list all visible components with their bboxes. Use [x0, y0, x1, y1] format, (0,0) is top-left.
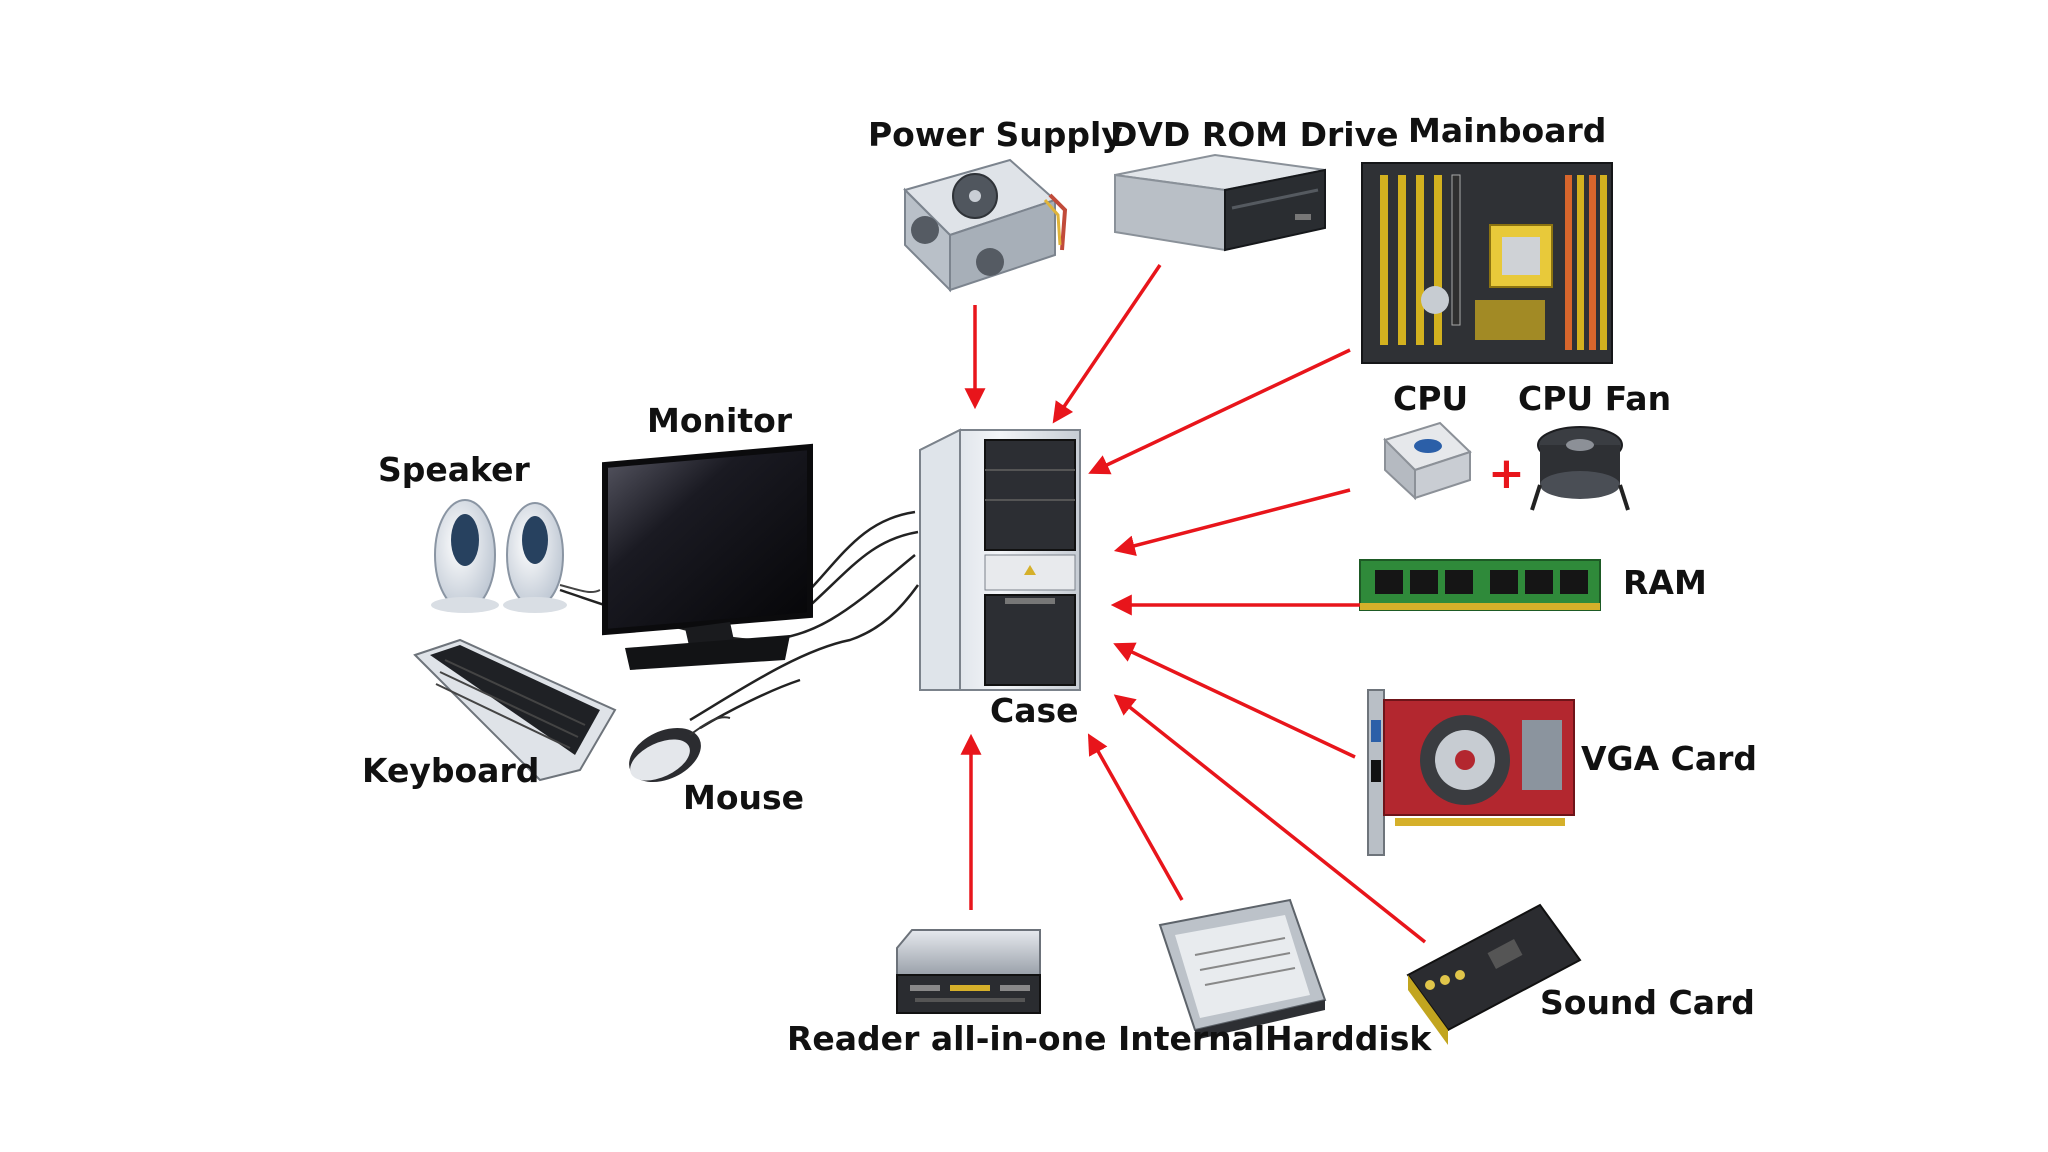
arrow-dvd-to-case	[1052, 264, 1162, 424]
cpu-fan-label: CPU Fan	[1518, 379, 1671, 418]
ram-image	[1359, 559, 1601, 611]
mouse-image	[629, 716, 731, 783]
keyboard-image	[413, 638, 617, 782]
power-supply-label: Power Supply	[868, 115, 1123, 154]
arrow-mainboard-to-case	[1088, 348, 1351, 475]
vga-card-image	[1367, 689, 1575, 856]
cpu-fan-image	[1530, 426, 1630, 511]
mainboard-image	[1361, 162, 1613, 364]
arrow-cpu-to-case	[1113, 488, 1351, 556]
monitor-label: Monitor	[647, 401, 793, 440]
arrows	[960, 264, 1427, 944]
keyboard-label: Keyboard	[362, 751, 539, 790]
card-reader-label: Reader all-in-one Internal	[787, 1019, 1265, 1058]
vga-card-label: VGA Card	[1581, 739, 1757, 778]
mainboard-label: Mainboard	[1408, 111, 1606, 150]
card-reader-image	[896, 929, 1041, 1014]
harddisk-label: Harddisk	[1265, 1019, 1432, 1058]
power-supply-image	[903, 158, 1068, 293]
speakers-image	[431, 499, 601, 613]
dvd-rom-drive-label: DVD ROM Drive	[1110, 115, 1398, 154]
monitor-image	[602, 443, 813, 670]
cpu-label: CPU	[1393, 379, 1468, 418]
plus-sign: +	[1488, 448, 1525, 499]
arrow-sound-card-to-case	[1113, 694, 1427, 944]
ram-label: RAM	[1623, 563, 1707, 602]
mouse-label: Mouse	[683, 778, 804, 817]
cpu-image	[1383, 421, 1472, 501]
computer-case-image	[919, 428, 1081, 691]
case-label: Case	[990, 691, 1079, 730]
arrow-vga-to-case	[1113, 642, 1356, 759]
sound-card-image	[1406, 903, 1582, 1045]
sound-card-label: Sound Card	[1540, 983, 1755, 1022]
dvd-rom-drive-image	[1114, 153, 1326, 252]
harddisk-image	[1158, 898, 1327, 1040]
arrow-harddisk-to-case	[1087, 733, 1184, 901]
speaker-label: Speaker	[378, 450, 530, 489]
